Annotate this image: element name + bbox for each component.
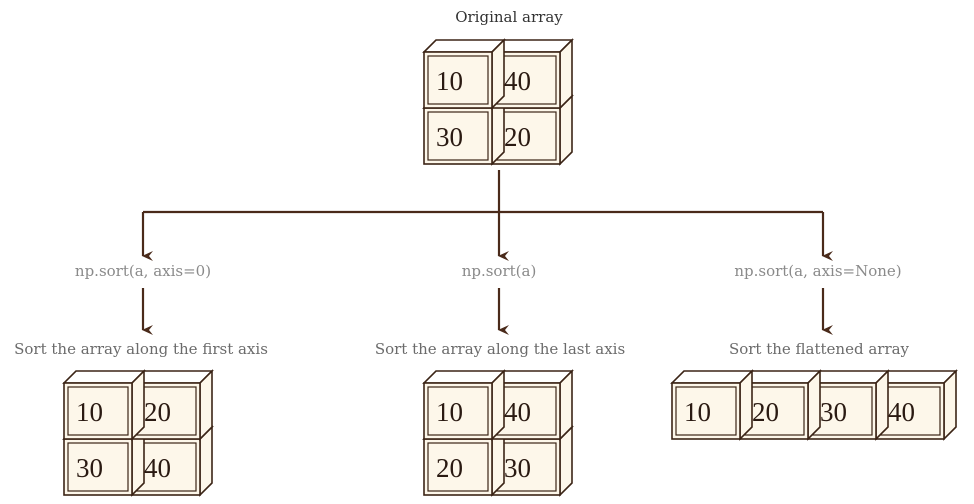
array-cell: 10: [422, 369, 506, 441]
cell-value: 40: [144, 453, 171, 483]
cell-inner-frame: [427, 111, 489, 161]
cell-value: 20: [144, 397, 171, 427]
cell-value: 40: [504, 397, 531, 427]
cell-value: 10: [436, 66, 463, 96]
cell-side-face: [943, 369, 957, 441]
sorted-axis0-grid: 40 30 20 10: [62, 369, 214, 497]
cell-value: 10: [76, 397, 103, 427]
cell-front-face: [63, 438, 133, 496]
cell-inner-frame: [67, 386, 129, 436]
branch-call-none: np.sort(a, axis=None): [734, 262, 901, 280]
original-array-grid: 20 30 40 10: [422, 38, 574, 166]
cell-side-face: [131, 369, 145, 441]
original-array-title: Original array: [455, 8, 563, 26]
cell-side-face: [739, 369, 753, 441]
branch-desc-default: Sort the array along the last axis: [375, 340, 625, 358]
cell-front-face: [671, 382, 741, 440]
cell-front-face: [423, 51, 493, 109]
cell-value: 30: [436, 122, 463, 152]
branch-desc-none: Sort the flattened array: [729, 340, 910, 358]
array-cell: 10: [670, 369, 754, 441]
cell-inner-frame: [427, 386, 489, 436]
branch-call-axis0: np.sort(a, axis=0): [75, 262, 211, 280]
cell-value: 10: [684, 397, 711, 427]
cell-top-face: [422, 370, 506, 384]
array-cell: 10: [422, 38, 506, 110]
cell-inner-frame: [427, 442, 489, 492]
cell-side-face: [559, 38, 573, 110]
cell-inner-frame: [427, 55, 489, 105]
cell-value: 20: [436, 453, 463, 483]
cell-front-face: [423, 382, 493, 440]
cell-value: 20: [752, 397, 779, 427]
cell-side-face: [807, 369, 821, 441]
array-cell: 30: [422, 94, 506, 166]
sorted-last-axis-grid: 30 20 40 10: [422, 369, 574, 497]
cell-front-face: [63, 382, 133, 440]
cell-top-face: [670, 370, 754, 384]
cell-inner-frame: [67, 442, 129, 492]
connector-tree: [141, 170, 833, 335]
cell-top-face: [62, 370, 146, 384]
array-cell: 10: [62, 369, 146, 441]
branch-desc-axis0: Sort the array along the first axis: [14, 340, 268, 358]
cell-top-face: [422, 39, 506, 53]
cell-value: 40: [504, 66, 531, 96]
cell-side-face: [491, 38, 505, 110]
branch-call-default: np.sort(a): [462, 262, 537, 280]
cell-front-face: [423, 438, 493, 496]
cell-side-face: [491, 369, 505, 441]
cell-side-face: [559, 369, 573, 441]
cell-inner-frame: [675, 386, 737, 436]
cell-value: 10: [436, 397, 463, 427]
sorted-flattened-grid: 40 30 20 10: [670, 369, 958, 441]
array-cell: 40: [490, 369, 574, 441]
cell-value: 30: [504, 453, 531, 483]
cell-value: 30: [76, 453, 103, 483]
cell-value: 40: [888, 397, 915, 427]
array-cell: 20: [130, 369, 214, 441]
cell-value: 20: [504, 122, 531, 152]
cell-value: 30: [820, 397, 847, 427]
cell-side-face: [875, 369, 889, 441]
cell-side-face: [199, 369, 213, 441]
